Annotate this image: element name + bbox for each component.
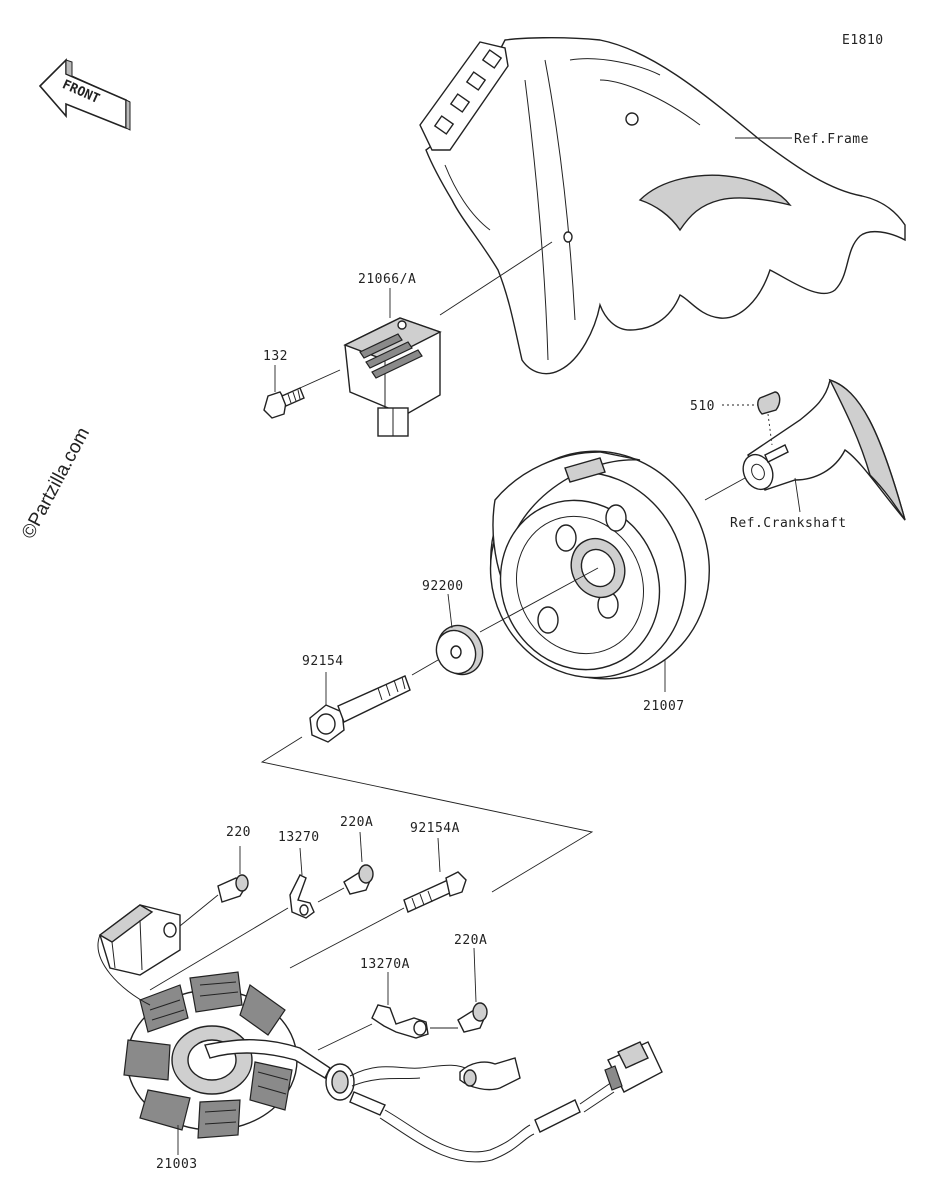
label-rotor: 21007: [643, 699, 685, 714]
rotor-bolt-92154: [309, 672, 411, 743]
label-bolt-132: 132: [263, 349, 288, 364]
crankshaft-reference: [704, 378, 906, 521]
regulator-rectifier: [343, 241, 553, 437]
clamp-13270a: [317, 972, 429, 1051]
label-stator-bolt: 92154A: [410, 821, 460, 836]
watermark: ©Partzilla.com: [18, 424, 94, 542]
label-screw-220a-top: 220A: [340, 815, 373, 830]
screw-220a-top: [317, 831, 374, 903]
label-clamp-a: 13270A: [360, 957, 410, 972]
frame-reference: [419, 36, 906, 375]
label-screw-220a-lower: 220A: [454, 933, 487, 948]
bolt-132: [263, 365, 341, 419]
assembly-bracket-line: [260, 736, 594, 893]
label-screw-220: 220: [226, 825, 251, 840]
label-regulator: 21066/A: [358, 272, 416, 287]
screw-220a-lower: [430, 947, 488, 1033]
label-stator: 21003: [156, 1157, 198, 1172]
stator-assembly: [97, 904, 663, 1163]
label-washer: 92200: [422, 579, 464, 594]
stator-bolt-92154a: [289, 837, 467, 969]
diagram-code: E1810: [842, 33, 884, 48]
front-arrow: FRONT: [38, 58, 131, 131]
label-ref-frame: Ref.Frame: [794, 132, 869, 147]
washer-92200: [411, 593, 484, 676]
key-510: [722, 391, 781, 446]
label-ref-crankshaft: Ref.Crankshaft: [730, 516, 847, 531]
flywheel-rotor: [479, 450, 710, 692]
label-clamp: 13270: [278, 830, 320, 845]
screw-220: [174, 846, 249, 931]
clamp-13270: [149, 847, 315, 991]
label-key-510: 510: [690, 399, 715, 414]
label-rotor-bolt: 92154: [302, 654, 344, 669]
